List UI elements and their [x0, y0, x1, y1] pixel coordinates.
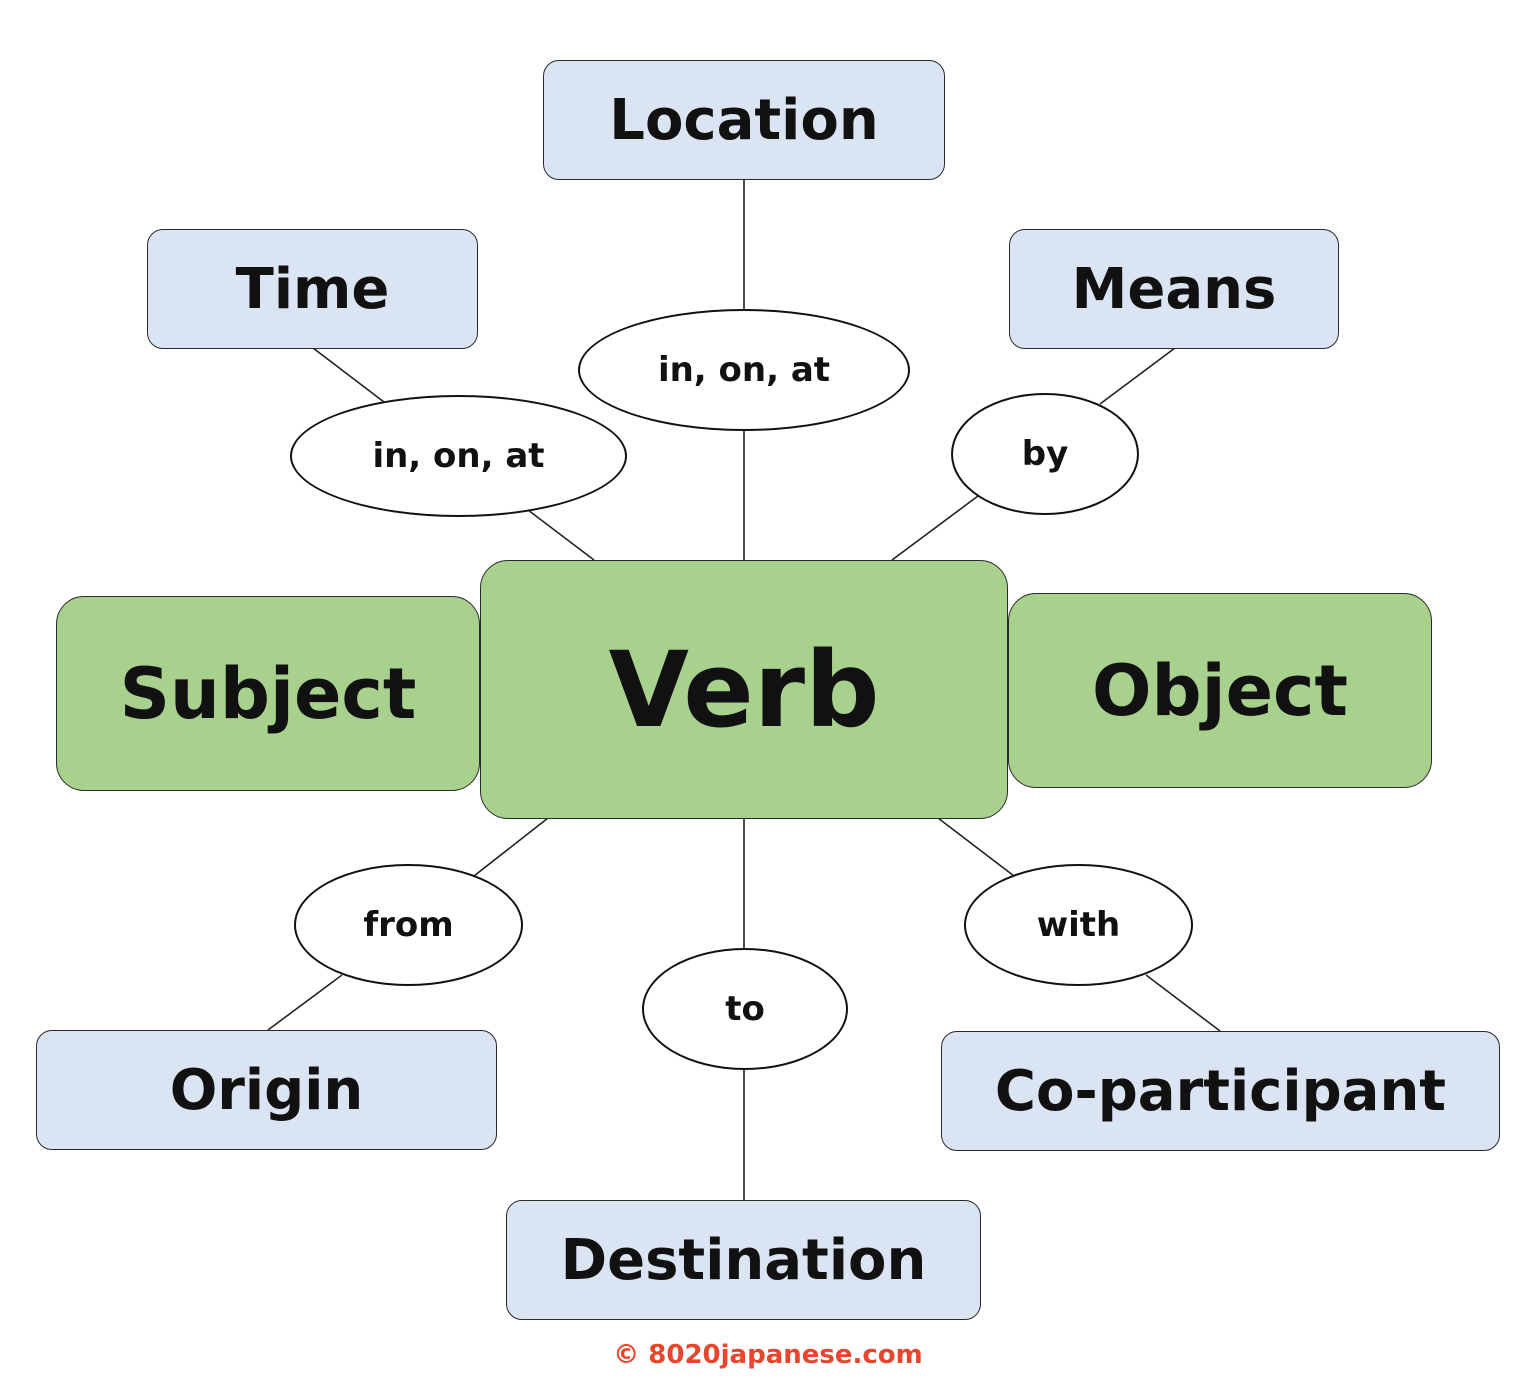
object-box: Object: [1008, 593, 1432, 788]
location-particle-oval: in, on, at: [578, 309, 910, 431]
time-box: Time: [147, 229, 478, 349]
location-label: Location: [609, 87, 879, 153]
time-particle-oval: in, on, at: [290, 395, 627, 517]
connector-means-particle: [1099, 347, 1176, 405]
coparticipant-label: Co-participant: [994, 1058, 1447, 1124]
verb-label: Verb: [608, 628, 880, 751]
subject-box: Subject: [56, 596, 480, 791]
means-particle-label: by: [1021, 434, 1069, 474]
copyright-credit: © 8020japanese.com: [613, 1340, 923, 1370]
origin-label: Origin: [169, 1057, 364, 1123]
origin-box: Origin: [36, 1030, 497, 1150]
location-particle-label: in, on, at: [657, 350, 831, 390]
connector-coparticipant-particle: [1145, 974, 1221, 1032]
connector-coparticipant-verb: [937, 817, 1015, 877]
verb-box: Verb: [480, 560, 1008, 819]
means-box: Means: [1009, 229, 1339, 349]
location-box: Location: [543, 60, 945, 180]
connector-origin-particle: [267, 974, 343, 1031]
origin-particle-oval: from: [294, 864, 523, 986]
connector-origin-verb: [473, 817, 549, 877]
object-label: Object: [1091, 649, 1349, 732]
means-label: Means: [1071, 256, 1277, 322]
means-particle-oval: by: [951, 393, 1139, 515]
destination-particle-label: to: [725, 989, 765, 1029]
time-label: Time: [235, 256, 390, 322]
destination-particle-oval: to: [642, 948, 848, 1070]
connector-time-verb: [527, 509, 595, 561]
destination-box: Destination: [506, 1200, 981, 1320]
coparticipant-particle-label: with: [1036, 905, 1121, 945]
coparticipant-particle-oval: with: [964, 864, 1193, 986]
origin-particle-label: from: [363, 905, 454, 945]
time-particle-label: in, on, at: [372, 436, 545, 476]
connector-time-particle: [312, 347, 385, 403]
subject-label: Subject: [119, 652, 417, 735]
connector-means-verb: [891, 495, 979, 561]
coparticipant-box: Co-participant: [941, 1031, 1500, 1151]
destination-label: Destination: [560, 1227, 927, 1293]
